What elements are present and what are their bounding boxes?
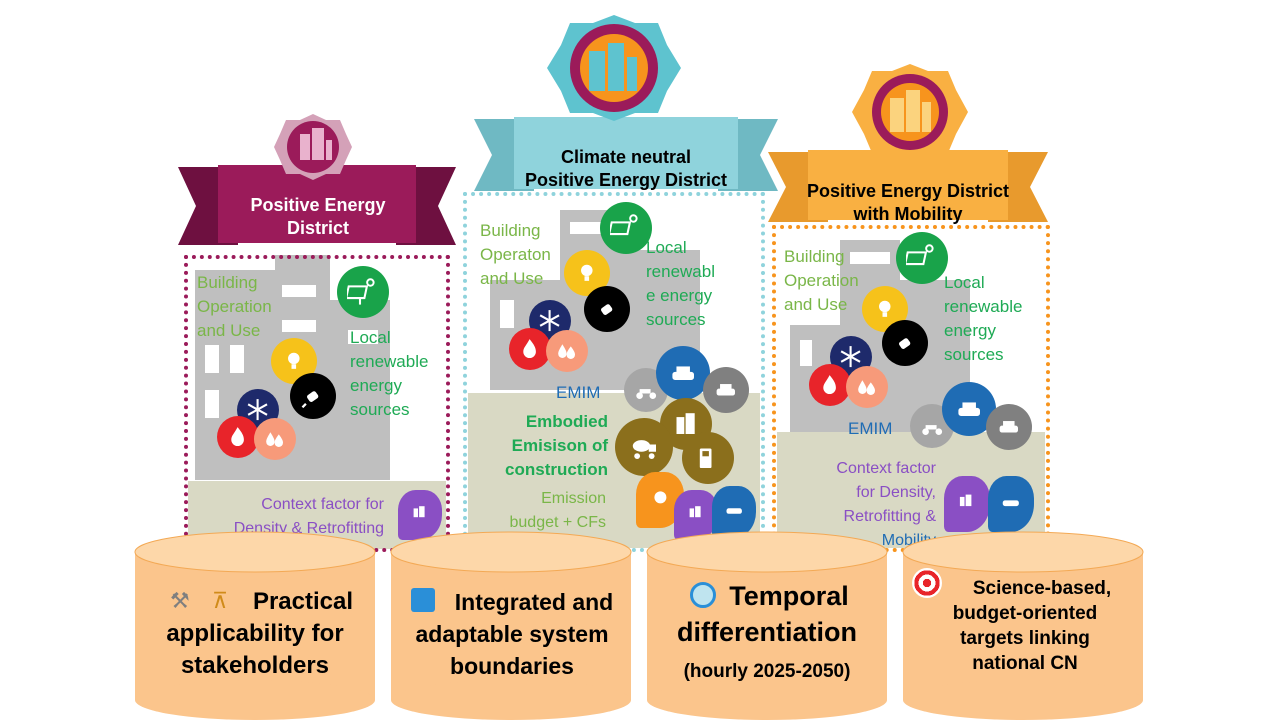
window xyxy=(348,330,378,344)
water-drops-icon xyxy=(254,418,296,460)
ped-ribbon-title: Positive Energy District xyxy=(250,195,386,238)
plug-icon xyxy=(584,286,630,332)
ped-badge-icon xyxy=(274,114,352,180)
fire-icon xyxy=(509,328,551,370)
solar-panel-icon xyxy=(337,266,389,318)
crane-icon: ⊼ xyxy=(212,588,229,613)
fuel-pump-icon xyxy=(682,432,734,484)
hand-buildings-icon xyxy=(944,476,990,532)
cylinder-4-label: Science-based, budget-oriented targets l… xyxy=(952,578,1112,674)
cylinders-layer xyxy=(134,531,1144,720)
solar-panel-icon xyxy=(600,202,652,254)
window xyxy=(282,285,316,297)
water-drops-icon xyxy=(846,366,888,408)
car-icon xyxy=(986,404,1032,450)
hand-buildings-icon xyxy=(674,490,718,540)
pedm-emim: EMIM xyxy=(848,419,893,438)
cnped-ribbon-title: Climate neutral Positive Energy District xyxy=(524,147,728,190)
ped-building-use: Building Operation and Use xyxy=(197,273,272,340)
ped-ribbon xyxy=(178,165,456,245)
window xyxy=(230,345,244,373)
cylinder-4 xyxy=(902,531,1144,720)
fire-icon xyxy=(809,364,851,406)
pedm-local-renewable: Local renewable energy sources xyxy=(944,273,1023,364)
cylinder-3 xyxy=(646,531,888,720)
cnped-emim: EMIM xyxy=(556,383,601,402)
window xyxy=(205,345,219,373)
cylinder-2-label: Integrated and adaptable system boundari… xyxy=(415,589,614,679)
clock-icon xyxy=(690,582,716,608)
cnped-budget: Emission budget + CFs xyxy=(509,490,607,531)
pedm-context-factor: Context factor for Density, Retrofitting… xyxy=(836,460,936,525)
cylinder-1 xyxy=(134,531,376,720)
target-icon xyxy=(912,568,942,598)
system-icon xyxy=(411,588,435,612)
car-icon xyxy=(703,367,749,413)
water-drops-icon xyxy=(546,330,588,372)
pedm-badge-icon xyxy=(852,64,968,160)
hand-buildings-icon xyxy=(398,490,442,540)
tools-icon: ⚒ xyxy=(170,588,190,613)
concrete-mixer-icon xyxy=(615,418,673,476)
plug-icon xyxy=(290,373,336,419)
cnped-badge-icon xyxy=(547,15,681,121)
ped-context-factor: Context factor for Density & Retrofittin… xyxy=(233,496,384,537)
cylinder-3-sublabel: (hourly 2025-2050) xyxy=(683,661,851,682)
cnped-local-renewable: Local renewabl e energy sources xyxy=(646,238,715,329)
window xyxy=(282,320,316,332)
cnped-building-use: Building Operaton and Use xyxy=(480,221,551,288)
solar-panel-icon xyxy=(896,232,948,284)
cylinder-2 xyxy=(390,531,632,720)
pedm-ribbon xyxy=(768,150,1048,222)
cylinder-1-label: Practical applicability for stakeholders xyxy=(166,588,354,679)
window xyxy=(800,340,812,366)
ped-local-renewable: Local renewable energy sources xyxy=(350,328,429,419)
cnped-embodied: Embodied Emisison of construction xyxy=(505,412,608,479)
hand-car-icon xyxy=(712,486,756,538)
window xyxy=(850,252,890,264)
electric-car-icon xyxy=(656,346,710,400)
cnped-ribbon xyxy=(474,117,778,191)
pedm-ribbon-title: Positive Energy District with Mobility xyxy=(806,181,1010,224)
cylinder-3-label: Temporal differentiation xyxy=(677,581,857,647)
window xyxy=(500,300,514,328)
window xyxy=(205,390,219,418)
hand-car-icon xyxy=(988,476,1034,532)
pedm-building-use: Building Operation and Use xyxy=(784,247,859,314)
fire-icon xyxy=(217,416,259,458)
lightbulb-icon xyxy=(271,338,317,384)
plug-icon xyxy=(882,320,928,366)
